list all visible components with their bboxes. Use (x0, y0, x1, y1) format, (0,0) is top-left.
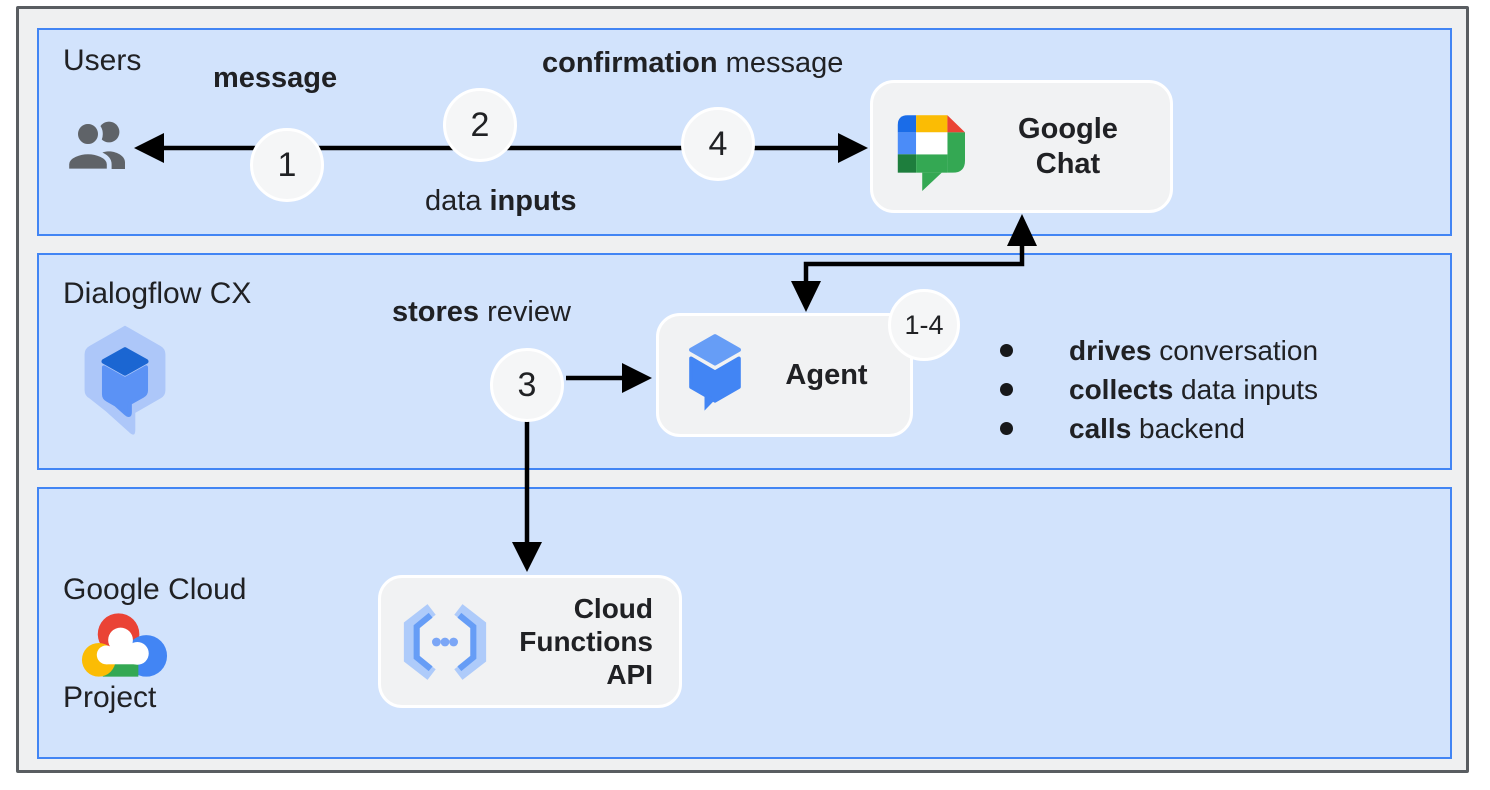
google-chat-node: Google Chat (870, 80, 1173, 213)
band-gcp-title: Google Cloud Project (63, 573, 247, 714)
message-label: message (213, 62, 338, 94)
list-item: calls backend (1000, 409, 1460, 448)
bullet-icon (1000, 422, 1013, 435)
list-item: drives conversation (1000, 331, 1460, 370)
steps-1-4-badge: 1-4 (888, 289, 960, 361)
agent-capabilities-list: drives conversation collects data inputs… (1000, 331, 1460, 448)
step-1-badge: 1 (250, 128, 324, 202)
google-chat-label: Google Chat (1018, 112, 1118, 180)
bullet-icon (1000, 383, 1013, 396)
google-cloud-icon (81, 613, 168, 677)
dialogflow-cx-icon (84, 325, 166, 435)
cloud-functions-node: Cloud Functions API (378, 575, 682, 708)
users-icon (65, 119, 125, 174)
stores-review-label: stores review (392, 296, 571, 328)
step-3-badge: 3 (490, 348, 564, 422)
band-users-title: Users (63, 44, 142, 77)
data-inputs-label: data inputs (425, 185, 577, 217)
band-gcp: Google Cloud Project (37, 487, 1452, 759)
agent-label: Agent (785, 358, 868, 391)
cloud-functions-icon (403, 603, 487, 680)
confirmation-message-label: confirmation message (542, 47, 844, 79)
google-chat-icon (897, 114, 965, 191)
band-dialogflow-title: Dialogflow CX (63, 277, 252, 310)
step-4-badge: 4 (681, 107, 755, 181)
list-item: collects data inputs (1000, 370, 1460, 409)
dialogflow-agent-icon (688, 334, 742, 411)
cloud-functions-label: Cloud Functions API (519, 593, 653, 690)
step-2-badge: 2 (443, 88, 517, 162)
bullet-icon (1000, 344, 1013, 357)
agent-node: Agent (656, 313, 913, 437)
